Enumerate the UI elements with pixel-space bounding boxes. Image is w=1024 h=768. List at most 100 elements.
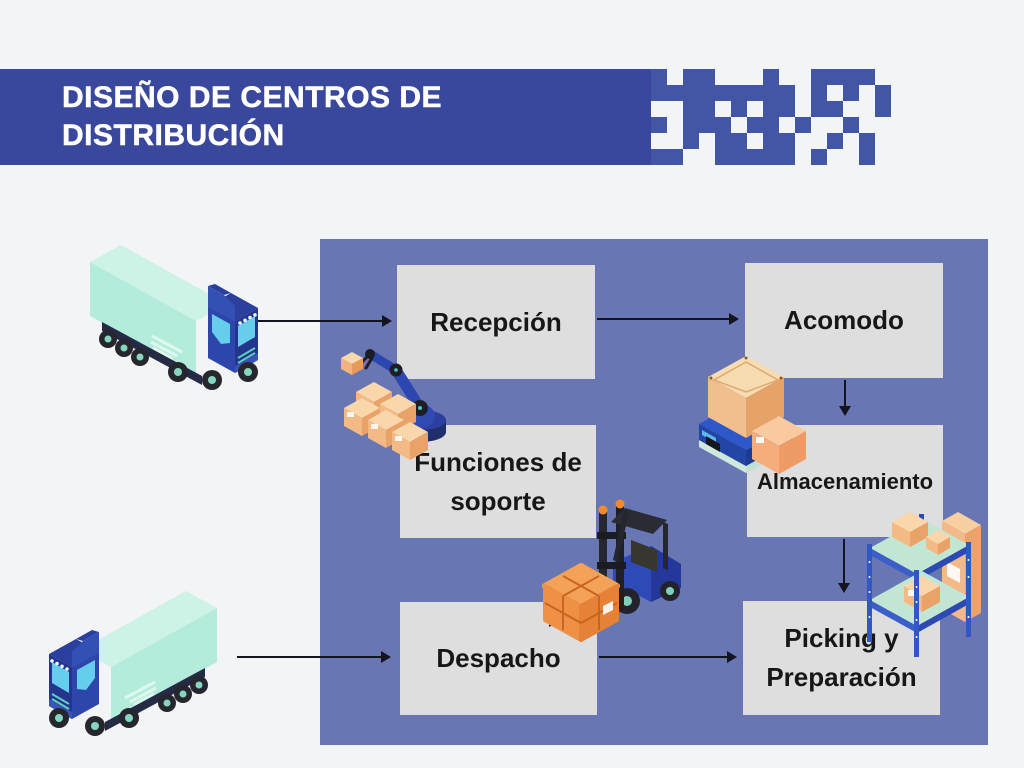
pixel-cell: [875, 133, 891, 149]
outbound-truck-illustration: [49, 591, 217, 736]
pixel-cell: [651, 149, 667, 165]
pixel-cell: [699, 117, 715, 133]
pixel-cell: [715, 149, 731, 165]
pixel-cell: [875, 117, 891, 133]
inbound-truck-illustration: [90, 245, 258, 390]
node-funciones-label: Funciones de soporte: [414, 446, 582, 516]
arrow-inbound-truck-to-recepcion: [246, 314, 392, 327]
pixel-cell: [763, 149, 779, 165]
pixel-cell: [795, 117, 811, 133]
pixel-cell: [747, 133, 763, 149]
rack-frame: [867, 512, 971, 657]
pixel-cell: [747, 85, 763, 101]
pixel-cell: [875, 149, 891, 165]
pixel-cell: [667, 149, 683, 165]
pixel-cell: [779, 69, 795, 85]
pixel-cell: [699, 149, 715, 165]
pixel-cell: [859, 69, 875, 85]
arrow-almacenamiento-to-picking: [837, 539, 850, 593]
pixel-decoration: [651, 69, 891, 165]
pixel-cell: [683, 133, 699, 149]
pixel-cell: [699, 133, 715, 149]
node-funciones-de-soporte: Funciones de soporte: [400, 425, 596, 538]
arrow-despacho-to-picking: [599, 650, 737, 663]
pixel-cell: [651, 101, 667, 117]
pixel-cell: [667, 69, 683, 85]
pixel-cell: [731, 69, 747, 85]
pixel-cell: [795, 149, 811, 165]
pixel-cell: [715, 69, 731, 85]
pixel-cell: [731, 149, 747, 165]
pixel-cell: [811, 85, 827, 101]
pixel-cell: [827, 149, 843, 165]
pixel-cell: [843, 69, 859, 85]
pixel-cell: [859, 101, 875, 117]
pixel-cell: [747, 101, 763, 117]
node-almacenamiento-label: Almacenamiento: [756, 468, 934, 494]
pixel-cell: [651, 85, 667, 101]
pixel-cell: [811, 133, 827, 149]
pixel-cell: [779, 85, 795, 101]
pixel-cell: [651, 69, 667, 85]
pixel-cell: [731, 117, 747, 133]
pixel-cell: [859, 133, 875, 149]
agv-big-box: [708, 356, 784, 438]
pixel-cell: [859, 117, 875, 133]
node-despacho-label: Despacho: [436, 643, 561, 673]
page-title-line1: DISEÑO DE CENTROS DE: [62, 81, 443, 115]
pixel-cell: [827, 101, 843, 117]
pixel-cell: [843, 133, 859, 149]
pixel-cell: [843, 85, 859, 101]
pixel-cell: [763, 69, 779, 85]
pixel-cell: [683, 117, 699, 133]
carton-stack: [344, 382, 428, 460]
pixel-cell: [843, 101, 859, 117]
pixel-cell: [875, 69, 891, 85]
node-acomodo-label: Acomodo: [784, 305, 904, 335]
pixel-cell: [811, 69, 827, 85]
pixel-cell: [875, 101, 891, 117]
page-title: DISEÑO DE CENTROS DE DISTRIBUCIÓN: [0, 69, 651, 155]
pixel-cell: [827, 69, 843, 85]
node-acomodo: Acomodo: [745, 263, 943, 378]
pixel-cell: [843, 149, 859, 165]
node-recepcion: Recepción: [397, 265, 595, 379]
pixel-cell: [779, 133, 795, 149]
pixel-cell: [795, 85, 811, 101]
pixel-cell: [683, 149, 699, 165]
pixel-cell: [763, 85, 779, 101]
pixel-cell: [715, 117, 731, 133]
pixel-cell: [699, 101, 715, 117]
pixel-cell: [683, 101, 699, 117]
pixel-cell: [651, 133, 667, 149]
wrapped-bundle: [542, 563, 620, 642]
agv-robot-illustration: [699, 356, 806, 474]
node-recepcion-label: Recepción: [430, 306, 562, 337]
truck-wheels: [99, 330, 222, 390]
pixel-cell: [763, 101, 779, 117]
pixel-cell: [731, 101, 747, 117]
agv-small-box: [752, 416, 806, 474]
truck-trailer: [90, 245, 227, 385]
arrow-outbound-truck-to-despacho: [237, 650, 391, 663]
title-banner: DISEÑO DE CENTROS DE DISTRIBUCIÓN: [0, 69, 651, 165]
pixel-cell: [699, 85, 715, 101]
arrow-acomodo-to-almacenamiento: [838, 380, 851, 416]
pixel-cell: [859, 149, 875, 165]
pixel-cell: [827, 85, 843, 101]
page-title-line2: DISTRIBUCIÓN: [62, 119, 285, 153]
forklift-illustration: [542, 499, 681, 642]
pixel-cell: [875, 85, 891, 101]
pixel-cell: [795, 133, 811, 149]
pixel-cell: [795, 69, 811, 85]
pixel-cell: [699, 69, 715, 85]
pixel-cell: [715, 101, 731, 117]
pixel-cell: [747, 117, 763, 133]
pixel-cell: [859, 85, 875, 101]
pixel-cell: [763, 133, 779, 149]
pixel-cell: [715, 85, 731, 101]
pixel-cell: [843, 117, 859, 133]
pixel-cell: [651, 117, 667, 133]
pixel-cell: [731, 133, 747, 149]
